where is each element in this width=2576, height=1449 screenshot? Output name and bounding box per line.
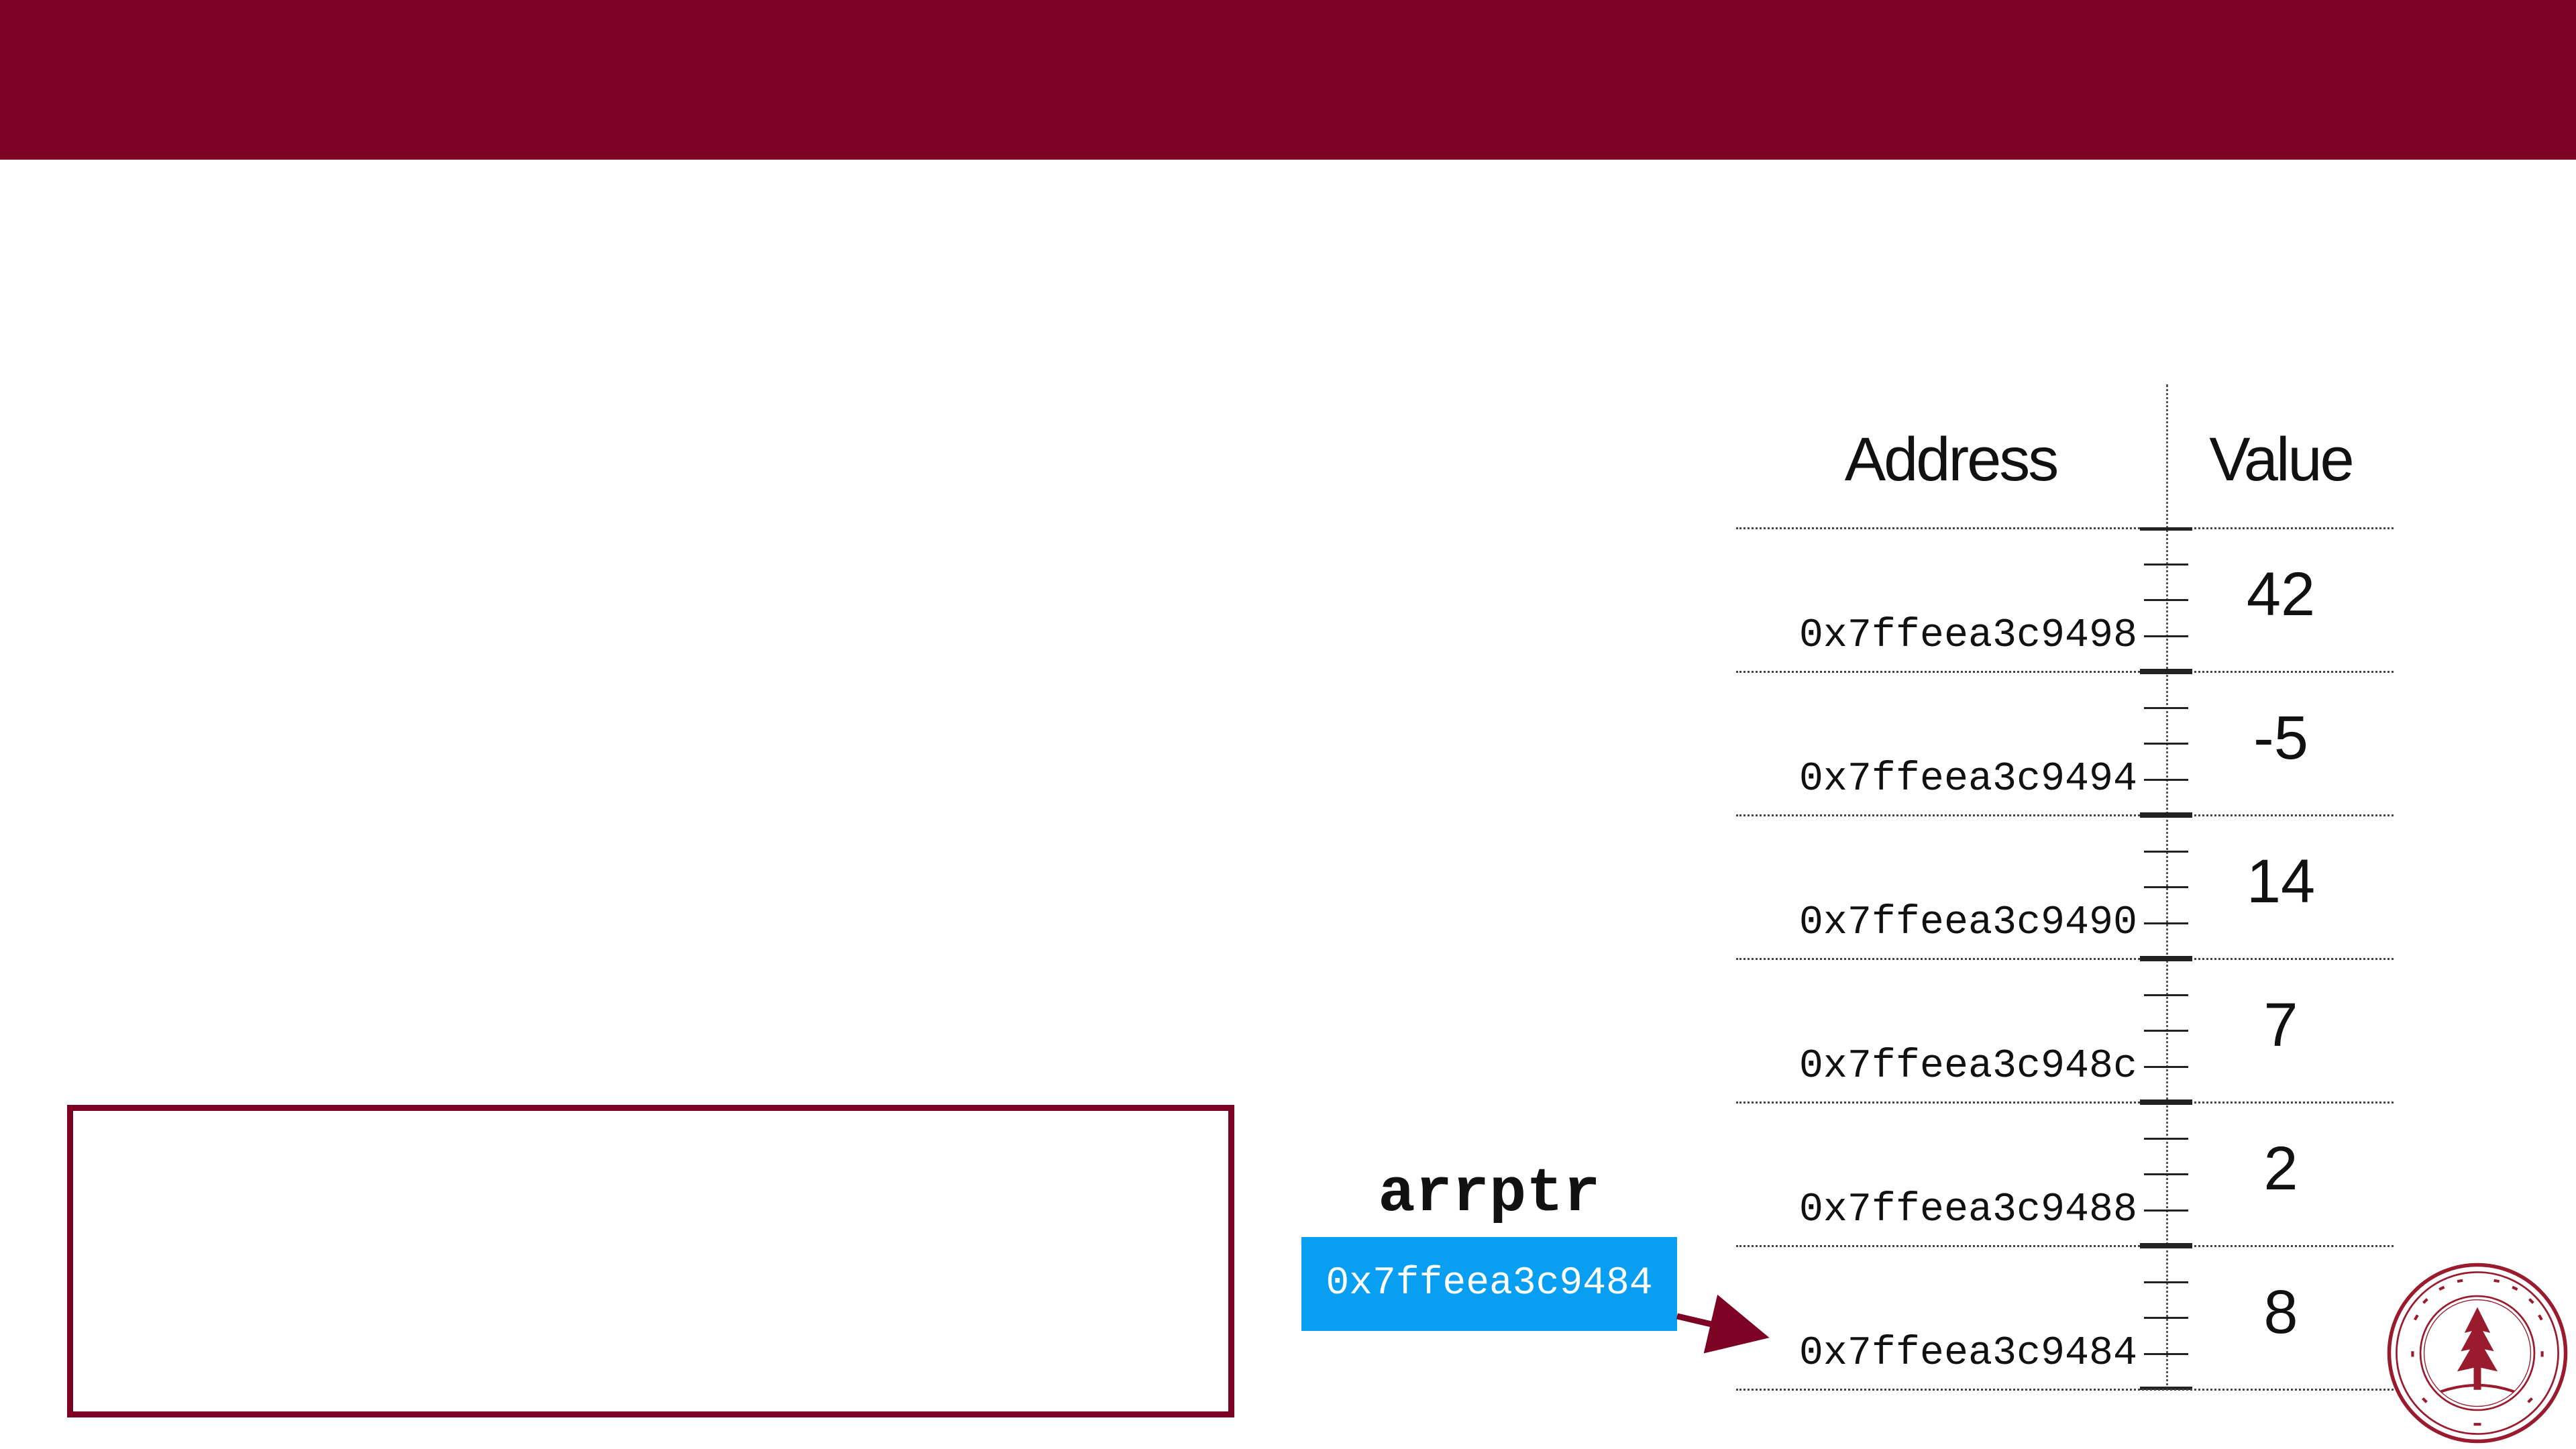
byte-ticks [2140, 671, 2192, 816]
byte-tick [2140, 956, 2192, 959]
byte-tick [2144, 1173, 2188, 1175]
memory-address: 0x7ffeea3c9494 [1799, 757, 2137, 802]
byte-tick [2140, 1387, 2192, 1390]
memory-address: 0x7ffeea3c948c [1799, 1044, 2137, 1089]
memory-value: 2 [2263, 1134, 2298, 1203]
pointer-value-box: 0x7ffeea3c9484 [1301, 1237, 1677, 1331]
byte-ticks [2140, 958, 2192, 1103]
row-separator [1736, 671, 2394, 673]
byte-tick [2144, 1281, 2188, 1283]
byte-tick [2144, 1317, 2188, 1319]
byte-tick [2144, 1137, 2188, 1140]
byte-tick [2144, 1030, 2188, 1032]
byte-tick [2144, 743, 2188, 745]
memory-value: 42 [2246, 560, 2316, 629]
memory-address: 0x7ffeea3c9490 [1799, 900, 2137, 946]
byte-tick [2140, 1099, 2192, 1103]
pointer-name: arrptr [1378, 1159, 1601, 1229]
byte-ticks [2140, 1102, 2192, 1246]
byte-tick [2144, 922, 2188, 924]
row-separator [1736, 958, 2394, 960]
top-banner [0, 0, 2576, 160]
row-separator [1736, 1245, 2394, 1247]
memory-value: 14 [2246, 847, 2316, 916]
byte-tick [2140, 671, 2192, 674]
byte-tick [2140, 812, 2192, 816]
byte-ticks [2140, 814, 2192, 959]
byte-tick [2144, 706, 2188, 709]
memory-value: 7 [2263, 991, 2298, 1059]
memory-address: 0x7ffeea3c9488 [1799, 1187, 2137, 1233]
row-separator [1736, 527, 2394, 529]
byte-tick [2140, 527, 2192, 531]
byte-tick [2144, 886, 2188, 888]
byte-tick [2140, 669, 2192, 672]
byte-tick [2140, 1243, 2192, 1246]
memory-row: 0x7ffeea3c9494 -5 [0, 671, 2576, 816]
byte-tick [2144, 1209, 2188, 1212]
byte-tick [2140, 1245, 2192, 1248]
byte-tick [2140, 1102, 2192, 1105]
byte-tick [2140, 814, 2192, 818]
byte-tick [2144, 563, 2188, 566]
address-column-header: Address [1844, 425, 2059, 494]
byte-tick [2144, 1065, 2188, 1068]
byte-tick [2144, 850, 2188, 853]
memory-value: 8 [2263, 1278, 2298, 1346]
memory-row: 0x7ffeea3c9484 8 [0, 1245, 2576, 1390]
row-separator [1736, 1102, 2394, 1104]
memory-row: 0x7ffeea3c9488 2 [0, 1102, 2576, 1246]
memory-row: 0x7ffeea3c948c 7 [0, 958, 2576, 1103]
byte-tick [2144, 1352, 2188, 1355]
memory-row: 0x7ffeea3c9498 42 [0, 527, 2576, 672]
byte-tick [2144, 599, 2188, 601]
memory-address: 0x7ffeea3c9484 [1799, 1331, 2137, 1377]
university-seal-icon [2387, 1263, 2568, 1444]
byte-tick [2144, 635, 2188, 637]
byte-tick [2144, 994, 2188, 996]
memory-address: 0x7ffeea3c9498 [1799, 613, 2137, 659]
byte-ticks [2140, 1245, 2192, 1390]
row-separator [1736, 1389, 2394, 1391]
memory-row: 0x7ffeea3c9490 14 [0, 814, 2576, 959]
row-separator [1736, 814, 2394, 816]
byte-tick [2144, 778, 2188, 781]
byte-tick [2140, 958, 2192, 961]
value-column-header: Value [2209, 425, 2354, 494]
code-box [67, 1105, 1234, 1417]
byte-ticks [2140, 527, 2192, 672]
memory-value: -5 [2253, 704, 2308, 772]
